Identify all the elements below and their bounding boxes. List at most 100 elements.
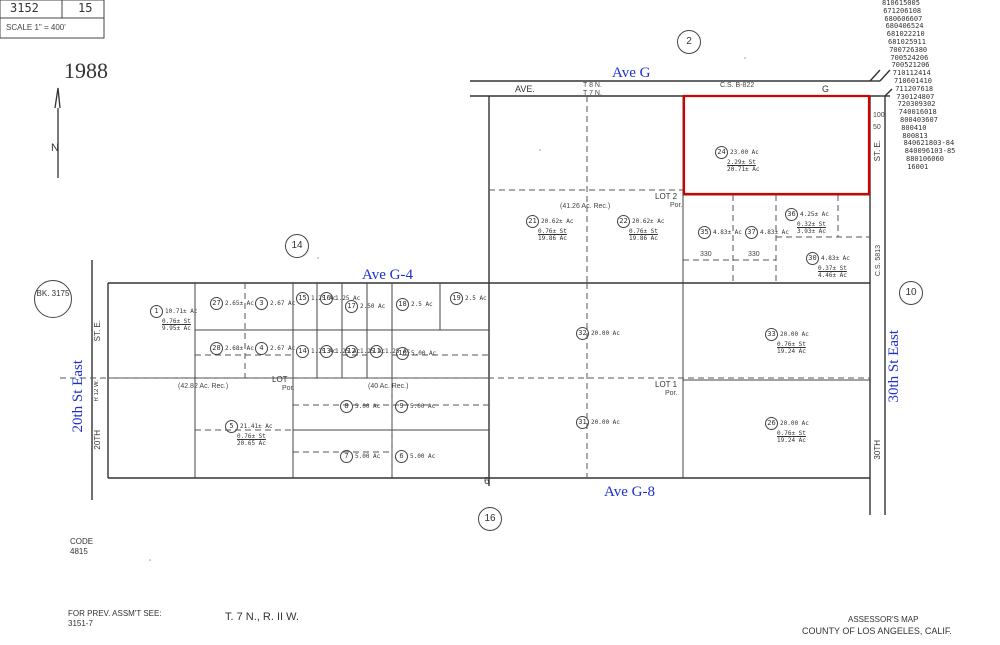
parcel-number-circle: 8 [340,400,353,413]
parcel-area: 20.62± Ac [541,218,574,225]
parcel-number-circle: 22 [617,215,630,228]
revision-entry: 800403607 [900,115,938,124]
parcel-area: 2.67 Ac [270,345,296,352]
parcel-number-circle: 14 [296,345,309,358]
parcel-area: 5.00 Ac [411,350,437,357]
lot2-por: Por. [670,202,683,209]
parcel-area: 20.00 Ac [780,420,809,427]
dim-100: 100 [873,112,885,119]
parcel-number-circle: 35 [698,226,711,239]
revision-entry: 680606607 [884,14,923,23]
adjacent-page-top-label: 2 [686,36,692,47]
revision-entry: 800813 [902,131,928,140]
book-reference-label: BK. 3175 [36,289,70,298]
parcel-net-area: 19.24 Ac [777,348,806,355]
cs-right-label: C.S. 5813 [875,245,882,277]
revision-entry: 840621803-84 [903,139,955,148]
street-ave-g-stamp: AVE. [515,84,535,94]
rec-4126: (41.26 Ac. Rec.) [560,203,611,210]
parcel-number-circle: 1 [150,305,163,318]
lot1-por: Por. [665,390,678,397]
revision-entry: 711207618 [895,84,934,93]
parcel-number-circle: 28 [210,342,223,355]
code-label: CODE [70,537,94,546]
parcel-number-circle: 7 [340,450,353,463]
tn-label: T 7 N. [583,90,602,97]
revision-entry: 671206108 [883,6,922,15]
revision-entry: 730124807 [896,92,935,101]
parcel-net-area: 19.86 Ac [538,235,567,242]
north-label: N [51,142,59,154]
parcel-number-circle: 3 [255,297,268,310]
parcel-number-circle: 12 [345,345,358,358]
lot1-label: LOT 1 [655,380,678,389]
lot2-label: LOT 2 [655,192,678,201]
rec-4282: (42.82 Ac. Rec.) [178,383,229,390]
book-number: 3152 [10,1,39,15]
adjacent-page-left[interactable]: 14 [285,234,309,258]
parcel-net-area: 19.24 Ac [777,437,806,444]
revision-entry: 700726380 [889,45,928,54]
revision-entry: 681025911 [888,37,926,46]
book-reference-circle[interactable]: BK. 3175 [34,280,72,318]
parcel-number-circle: 17 [345,300,358,313]
street-ave-g: Ave G [612,65,651,81]
parcel-street-deduction: 0.76± St [629,228,658,235]
adjacent-page-top[interactable]: 2 [677,30,701,54]
revision-entry: 700521206 [891,61,930,70]
parcel-area: 4.83± Ac [821,255,850,262]
revision-entry: 740016018 [898,108,937,117]
map-year: 1988 [64,58,108,83]
parcel-number-circle: 24 [715,146,728,159]
street-ave-g4: Ave G-4 [362,267,413,283]
lot-left-por: Por. [282,385,295,392]
revision-entry: 700524206 [890,53,929,62]
dim-330-a: 330 [700,251,712,258]
parcel-area: 20.00 Ac [780,331,809,338]
adjacent-page-bottom-label: 16 [484,513,496,524]
highlighted-parcel[interactable] [682,94,871,196]
parcel-net-area: 19.86 Ac [629,235,658,242]
parcel-area: 5.00 Ac [355,453,381,460]
adjacent-page-bottom[interactable]: 16 [478,507,502,531]
parcel-area: 4.83± Ac [760,229,789,236]
parcel-net-area: 4.46± Ac [818,272,847,279]
parcel-area: 23.00 Ac [730,149,759,156]
street-lines [91,69,893,515]
parcel-area: 2.5 Ac [465,295,487,302]
parcel-area: 2.50 Ac [360,303,386,310]
revision-entry: 680406524 [885,22,924,31]
parcel-number-circle: 27 [210,297,223,310]
adjacent-page-left-label: 14 [291,240,303,251]
parcel-number-circle: 26 [765,417,778,430]
parcel-number-circle: 32 [576,327,589,340]
adjacent-page-right[interactable]: 10 [899,281,923,305]
